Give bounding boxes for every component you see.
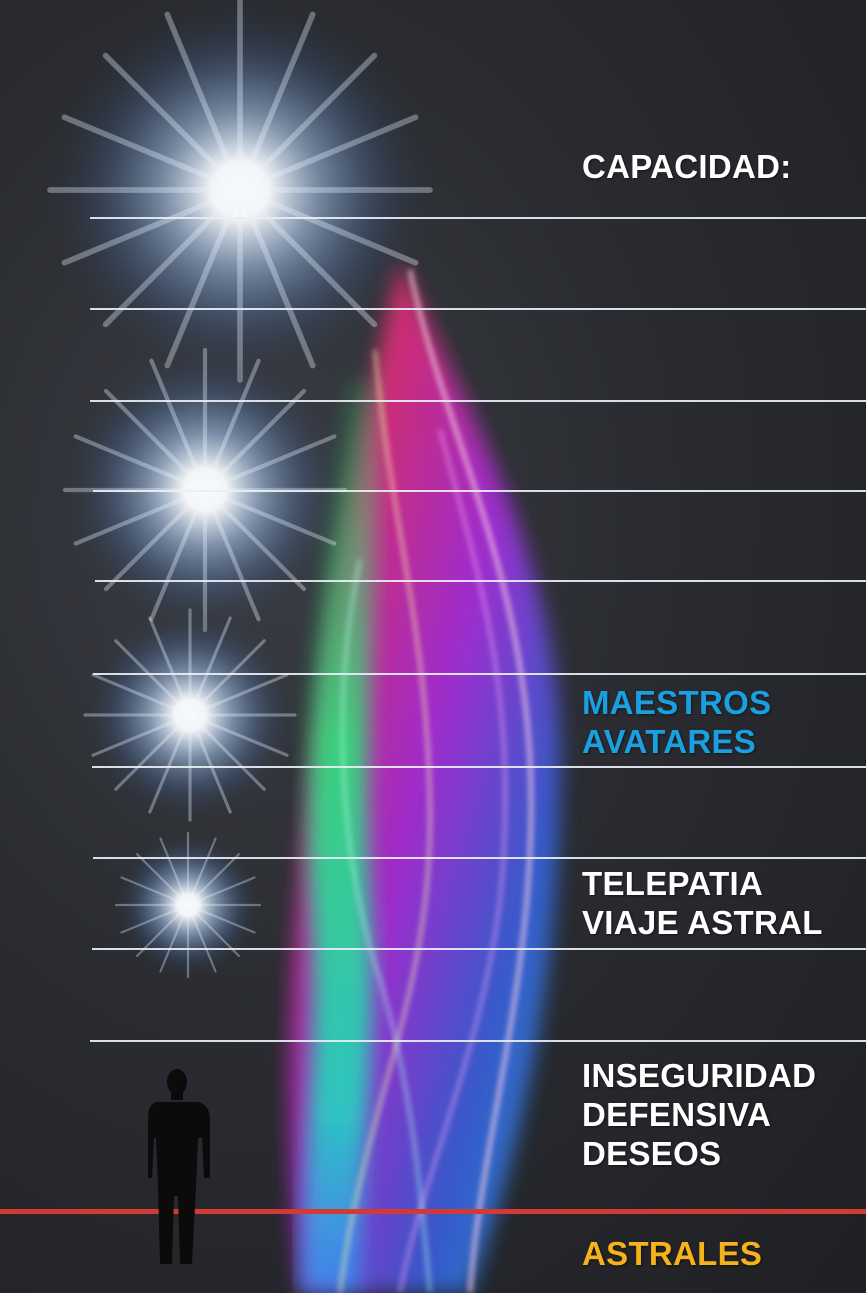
level-line bbox=[92, 766, 866, 768]
base-red-line bbox=[0, 1209, 866, 1214]
person-silhouette-icon bbox=[148, 1069, 210, 1264]
level-line bbox=[90, 1040, 866, 1042]
star-glow-icon bbox=[116, 833, 260, 977]
star-glow-icon bbox=[85, 610, 295, 820]
label-astrales: ASTRALES bbox=[582, 1235, 763, 1272]
level-line bbox=[93, 673, 866, 675]
label-telepatia-viaje-astral: TELEPATIA VIAJE ASTRAL bbox=[582, 865, 823, 941]
level-line bbox=[90, 308, 866, 310]
level-line bbox=[95, 580, 866, 582]
label-capacidad: CAPACIDAD: bbox=[582, 148, 792, 185]
level-line bbox=[93, 857, 866, 859]
label-inseguridad-defensiva-deseos: INSEGURIDAD DEFENSIVA DESEOS bbox=[582, 1057, 817, 1172]
star-glow-icon bbox=[50, 0, 430, 380]
label-maestros-avatares: MAESTROS AVATARES bbox=[582, 684, 772, 760]
level-line bbox=[90, 217, 866, 219]
level-line bbox=[93, 490, 866, 492]
level-line bbox=[90, 400, 866, 402]
level-line bbox=[92, 948, 866, 950]
